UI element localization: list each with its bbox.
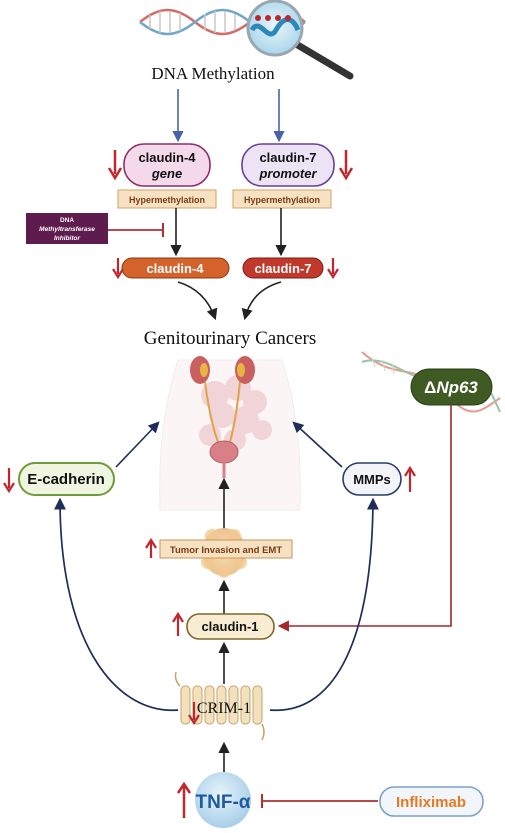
- hypermethylation-left-label: Hypermethylation: [129, 195, 205, 205]
- bladder-icon: [209, 440, 239, 478]
- claudin7-label: claudin-7: [254, 261, 311, 276]
- down-arrow-icon: [112, 258, 124, 280]
- e-cadherin-node: E-cadherin: [18, 462, 115, 496]
- claudin4-gene-node: claudin-4 gene: [123, 143, 211, 187]
- arrow-claudin7-to-cancers: [241, 281, 282, 321]
- up-arrow-icon: [172, 611, 184, 636]
- arrow-deltanp63-to-claudin1: [277, 405, 452, 632]
- inhibition-line-dnmt: [108, 223, 164, 237]
- claudin7-promoter-line2: promoter: [258, 166, 317, 181]
- inhibition-line-infliximab: [261, 794, 378, 808]
- arrow-crim1-to-ecadherin: [54, 497, 179, 712]
- claudin4-gene-line1: claudin-4: [138, 150, 196, 165]
- arrow-crim1-to-mmps: [269, 497, 379, 712]
- claudin4-label: claudin-4: [146, 261, 204, 276]
- dnmt-inhibitor-line1: DNA: [60, 217, 74, 224]
- down-arrow-icon: [327, 258, 339, 280]
- infliximab-label: Infliximab: [396, 794, 466, 811]
- down-arrow-icon: [107, 150, 123, 181]
- dnmt-inhibitor-line3: Inhibitor: [54, 235, 80, 242]
- claudin4-node: claudin-4: [121, 257, 230, 279]
- arrow-ecadherin-to-cancers: [115, 421, 160, 468]
- claudin1-label: claudin-1: [201, 619, 258, 634]
- up-arrow-icon: [176, 781, 192, 818]
- tumor-invasion-box: Tumor Invasion and EMT: [159, 539, 293, 559]
- crim1-label: CRIM-1: [197, 700, 251, 717]
- down-arrow-icon: [338, 150, 354, 181]
- arrow-claudin4-to-cancers: [177, 281, 218, 321]
- hypermethylation-right-label: Hypermethylation: [244, 195, 320, 205]
- kidney-right-icon: [235, 356, 255, 384]
- mmps-node: MMPs: [342, 462, 402, 496]
- urinary-system-illustration: [159, 356, 301, 511]
- claudin7-promoter-line1: claudin-7: [259, 150, 316, 165]
- claudin7-promoter-node: claudin-7 promoter: [241, 143, 335, 187]
- dnmt-inhibitor-line2: Methyltransferase: [39, 226, 95, 233]
- hypermethylation-right-box: Hypermethylation: [232, 189, 332, 209]
- svg-text:ΔNp63: ΔNp63: [424, 378, 478, 397]
- tnf-alpha-label: TNF-α: [196, 792, 251, 813]
- tnf-alpha-node: TNF-α: [195, 772, 251, 828]
- up-arrow-icon: [145, 537, 157, 558]
- arrow-mmps-to-cancers: [292, 421, 343, 468]
- magnifier-icon: [246, 0, 354, 80]
- e-cadherin-label: E-cadherin: [27, 471, 105, 488]
- tumor-invasion-label: Tumor Invasion and EMT: [170, 545, 282, 556]
- claudin4-gene-line2: gene: [151, 166, 182, 181]
- infliximab-node: Infliximab: [379, 786, 484, 817]
- down-arrow-icon: [188, 702, 200, 726]
- down-arrow-icon: [3, 468, 15, 494]
- delta-symbol: Δ: [424, 378, 436, 397]
- mmps-label: MMPs: [353, 472, 391, 487]
- up-arrow-icon: [404, 465, 416, 492]
- membrane-receptor-icon: [174, 671, 265, 741]
- delta-np63-node: ΔNp63: [410, 368, 493, 406]
- diagram-title: DNA Methylation: [151, 64, 275, 83]
- kidney-left-icon: [190, 356, 210, 384]
- dnmt-inhibitor-box: DNA Methyltransferase Inhibitor: [26, 213, 108, 244]
- np63-label: Np63: [436, 378, 478, 397]
- cancers-title: Genitourinary Cancers: [144, 328, 317, 349]
- claudin7-node: claudin-7: [242, 257, 324, 279]
- hypermethylation-left-box: Hypermethylation: [117, 189, 217, 209]
- claudin1-node: claudin-1: [186, 613, 275, 640]
